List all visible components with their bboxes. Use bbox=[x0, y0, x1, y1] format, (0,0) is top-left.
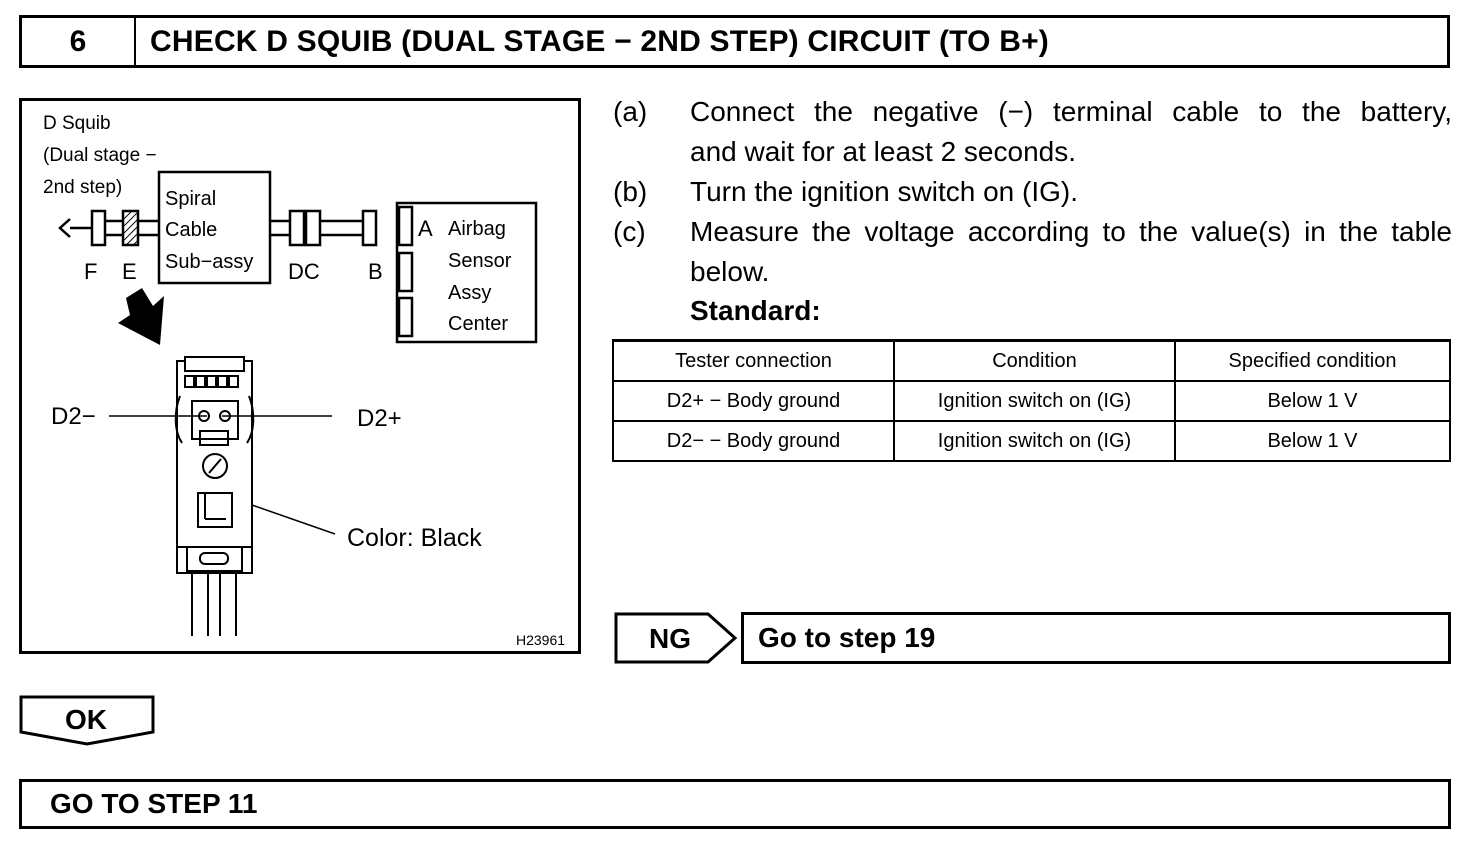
step-number: 6 bbox=[22, 18, 136, 65]
cell-tester-connection: D2+ − Body ground bbox=[612, 380, 895, 422]
ok-action: GO TO STEP 11 bbox=[19, 779, 1451, 829]
instruction-c-line2: below. bbox=[690, 256, 770, 287]
figure-id: H23961 bbox=[516, 632, 565, 648]
instruction-a-line1: Connect the negative (−) terminal cable … bbox=[690, 96, 1452, 127]
label-f: F bbox=[84, 259, 97, 284]
spec-table: Tester connection Condition Specified co… bbox=[612, 339, 1451, 462]
header-tester-connection: Tester connection bbox=[612, 339, 895, 382]
instruction-a-letter: (a) bbox=[613, 96, 648, 127]
airbag-label-3: Assy bbox=[448, 282, 491, 304]
label-e: E bbox=[122, 259, 137, 284]
spiral-label-3: Sub−assy bbox=[165, 251, 253, 273]
airbag-label-4: Center bbox=[448, 313, 508, 335]
squib-connector-illustration bbox=[174, 356, 255, 636]
connector-c bbox=[304, 209, 322, 247]
header-specified-condition: Specified condition bbox=[1174, 339, 1451, 382]
cell-tester-connection: D2− − Body ground bbox=[612, 420, 895, 462]
table-row: D2+ − Body ground Ignition switch on (IG… bbox=[612, 380, 1451, 422]
diagram-drawing: D Squib (Dual stage − 2nd step) F E Spir… bbox=[43, 113, 565, 648]
ok-label: OK bbox=[65, 704, 107, 735]
instruction-c-letter: (c) bbox=[613, 216, 646, 247]
table-header-row: Tester connection Condition Specified co… bbox=[612, 339, 1451, 382]
terminal-d2-minus: D2− bbox=[51, 403, 96, 430]
squib-label-1: D Squib bbox=[43, 113, 111, 134]
connector-f bbox=[90, 209, 107, 247]
airbag-sensor-box bbox=[395, 201, 538, 344]
spiral-label-2: Cable bbox=[165, 219, 217, 241]
cell-condition: Ignition switch on (IG) bbox=[893, 380, 1176, 422]
spiral-label-1: Spiral bbox=[165, 188, 216, 210]
step-title: CHECK D SQUIB (DUAL STAGE − 2ND STEP) CI… bbox=[150, 24, 1049, 58]
squib-label-2: (Dual stage − bbox=[43, 145, 157, 166]
table-row: D2− − Body ground Ignition switch on (IG… bbox=[612, 420, 1451, 462]
ng-action: Go to step 19 bbox=[741, 612, 1451, 664]
connector-b bbox=[361, 209, 378, 247]
label-a: A bbox=[418, 216, 433, 241]
ng-label: NG bbox=[649, 623, 691, 654]
instruction-b-letter: (b) bbox=[613, 176, 648, 207]
squib-label-3: 2nd step) bbox=[43, 177, 122, 198]
airbag-label-2: Sensor bbox=[448, 250, 512, 272]
instruction-a-line2: and wait for at least 2 seconds. bbox=[690, 136, 1076, 167]
standard-label: Standard: bbox=[690, 295, 821, 326]
ok-arrow-icon bbox=[19, 695, 155, 746]
connector-d bbox=[288, 209, 306, 247]
cell-condition: Ignition switch on (IG) bbox=[893, 420, 1176, 462]
arrow-pointer-icon bbox=[118, 288, 164, 345]
connector-diagram: D Squib (Dual stage − 2nd step) F E Spir… bbox=[19, 98, 581, 654]
terminal-d2-plus: D2+ bbox=[357, 405, 402, 432]
ng-arrow-icon bbox=[614, 612, 738, 664]
cell-specified-condition: Below 1 V bbox=[1174, 420, 1451, 462]
connector-e bbox=[121, 209, 140, 247]
color-label: Color: Black bbox=[347, 524, 482, 552]
step-header: 6 CHECK D SQUIB (DUAL STAGE − 2ND STEP) … bbox=[19, 15, 1450, 68]
instruction-b-line1: Turn the ignition switch on (IG). bbox=[690, 176, 1079, 207]
airbag-label-1: Airbag bbox=[448, 218, 506, 240]
header-condition: Condition bbox=[893, 339, 1176, 382]
connector-f-tip bbox=[58, 218, 71, 238]
spiral-cable-box bbox=[157, 170, 272, 285]
cell-specified-condition: Below 1 V bbox=[1174, 380, 1451, 422]
instruction-c-line1: Measure the voltage according to the val… bbox=[690, 216, 1452, 247]
label-b: B bbox=[368, 259, 383, 284]
label-dc: DC bbox=[288, 259, 320, 284]
